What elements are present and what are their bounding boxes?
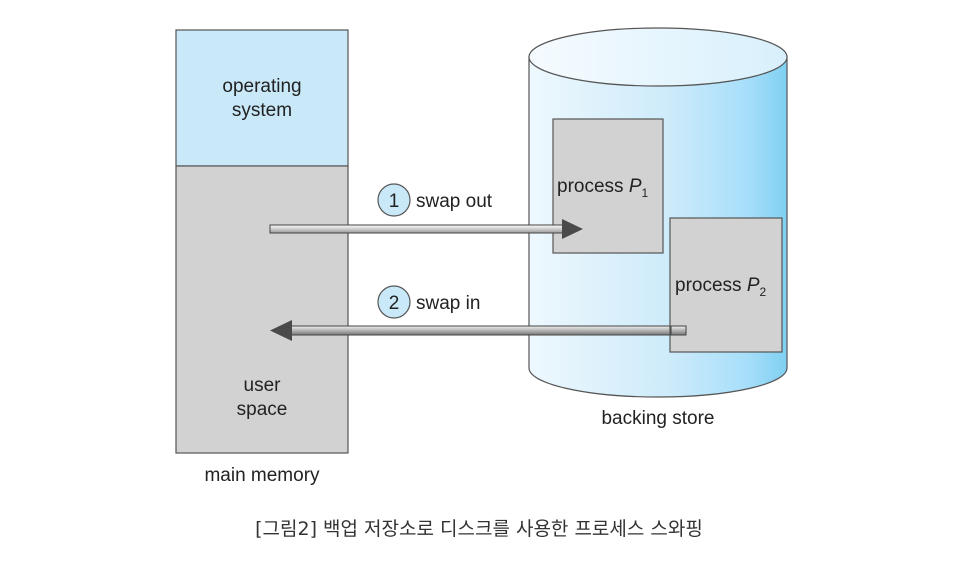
step1-number: 1 bbox=[389, 191, 400, 212]
user-space-label: user space bbox=[236, 375, 288, 420]
swap-out-arrow bbox=[269, 219, 583, 239]
process-p2-label: process P2 bbox=[675, 275, 767, 299]
main-memory bbox=[175, 29, 349, 454]
step1-circle bbox=[377, 183, 411, 217]
main-memory-caption: main memory bbox=[204, 465, 320, 486]
step2-circle bbox=[377, 285, 411, 319]
user-space-region bbox=[175, 165, 349, 454]
os-region bbox=[175, 29, 349, 167]
backing-store-caption: backing store bbox=[601, 408, 715, 429]
figure-caption: [그림2] 백업 저장소로 디스크를 사용한 프로세스 스와핑 bbox=[255, 518, 703, 540]
cylinder-top bbox=[528, 27, 788, 87]
step2-number: 2 bbox=[389, 293, 400, 314]
process-p2-box bbox=[669, 217, 783, 353]
step1-label: swap out bbox=[416, 191, 493, 212]
process-p1-label: process P1 bbox=[557, 176, 649, 200]
os-label: operating system bbox=[222, 76, 302, 121]
step2-label: swap in bbox=[416, 293, 480, 314]
